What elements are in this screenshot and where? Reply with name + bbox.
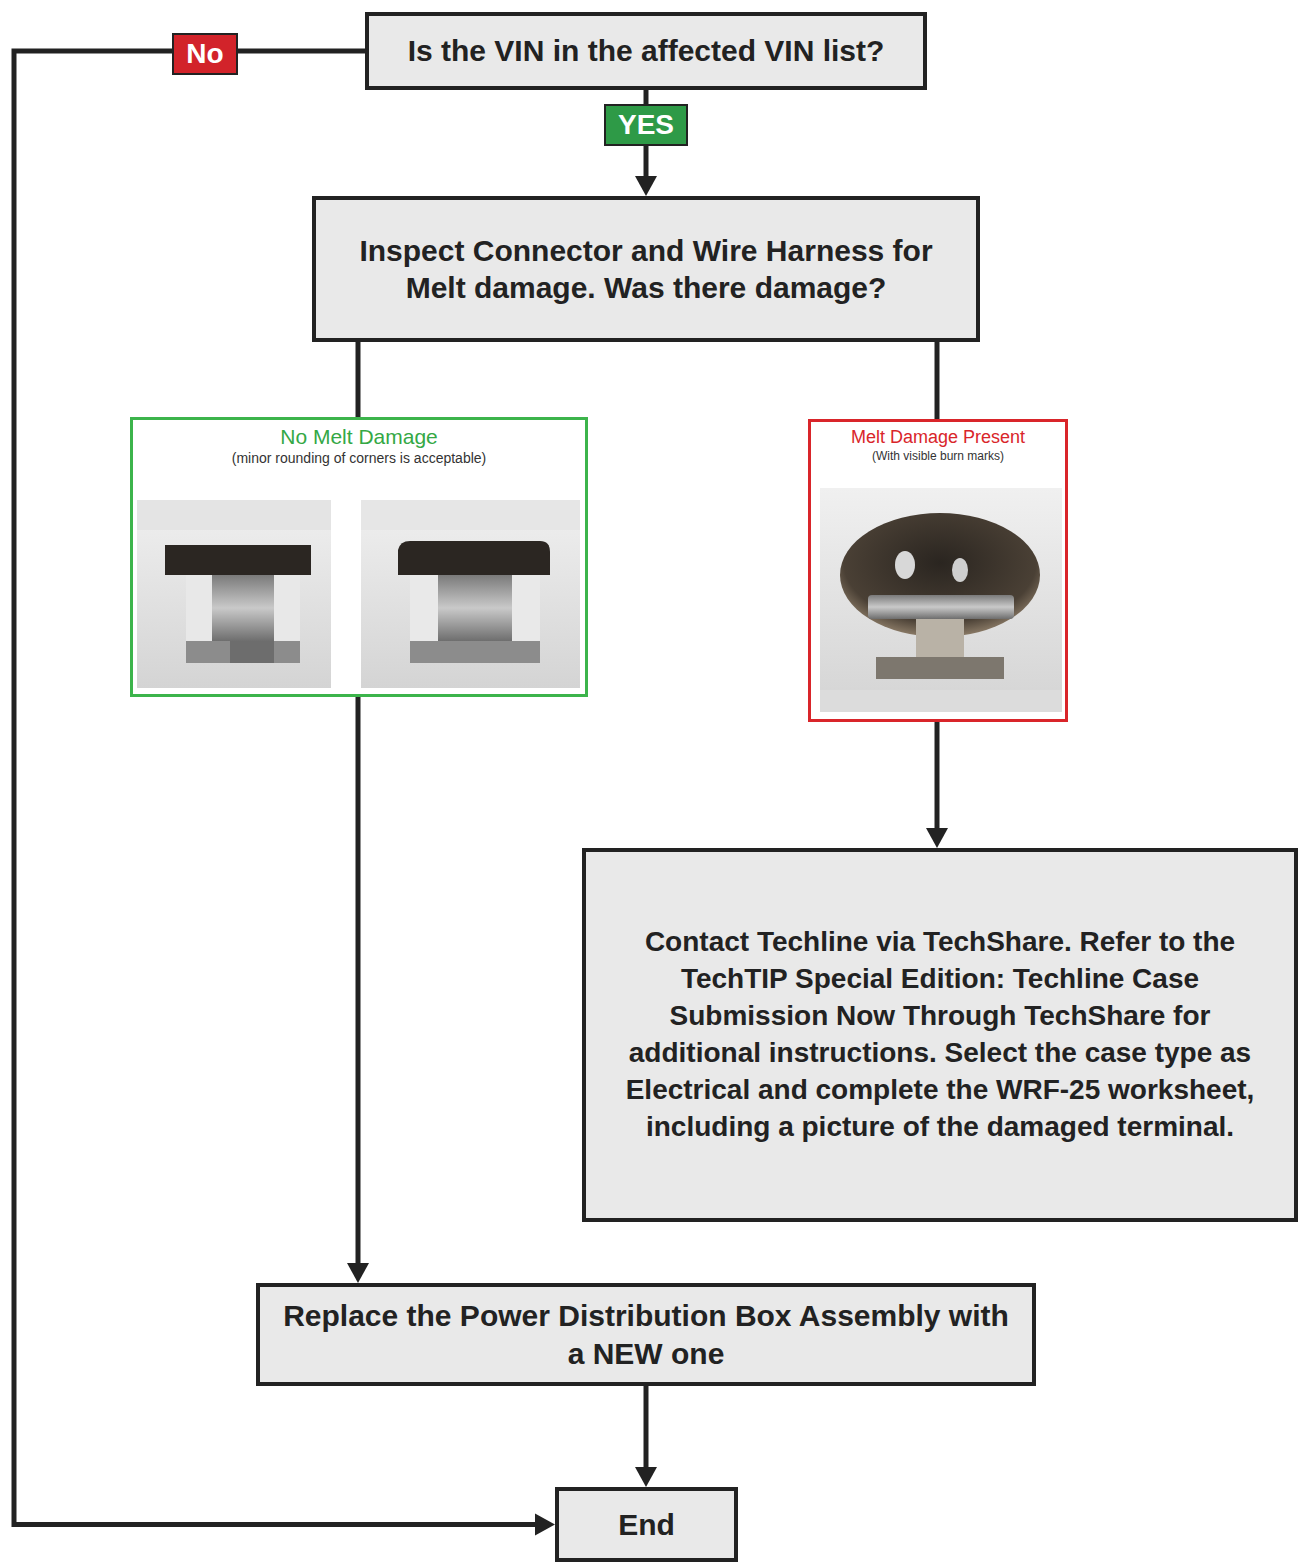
process-box: Replace the Power Distribution Box Assem… (256, 1283, 1036, 1386)
edge-label: No (172, 33, 237, 75)
decision-box: Is the VIN in the affected VIN list? (365, 12, 927, 90)
arrow-head (535, 1514, 555, 1536)
node-text: Contact Techline via TechShare. Refer to… (600, 924, 1280, 1146)
flow-connector (937, 342, 938, 419)
node-text: Inspect Connector and Wire Harness for M… (330, 232, 962, 307)
flow-connector (347, 697, 369, 1283)
flow-connector (635, 1386, 657, 1487)
flow-connector (358, 342, 359, 417)
node-subtext: (minor rounding of corners is acceptable… (228, 449, 490, 467)
arrow-head (926, 828, 948, 848)
flow-connector (926, 722, 948, 848)
connector-line (935, 342, 940, 419)
photo-good-2 (361, 500, 580, 688)
connector-line (356, 342, 361, 417)
node-text: End (618, 1506, 675, 1544)
edge-label: YES (604, 104, 688, 146)
connector-line (644, 1386, 649, 1469)
node-text: Melt Damage Present (847, 426, 1029, 449)
process-box: Contact Techline via TechShare. Refer to… (582, 848, 1298, 1222)
arrow-head (635, 1467, 657, 1487)
photo-good-1 (137, 500, 331, 688)
connector-line (356, 697, 361, 1265)
node-text: No Melt Damage (276, 424, 442, 449)
node-subtext: (With visible burn marks) (868, 449, 1008, 465)
example-panel: No Melt Damage(minor rounding of corners… (130, 417, 588, 697)
photo-melted (820, 488, 1062, 712)
node-text: Replace the Power Distribution Box Assem… (274, 1297, 1018, 1372)
connector-line (935, 722, 940, 830)
decision-box: Inspect Connector and Wire Harness for M… (312, 196, 980, 342)
arrow-head (347, 1263, 369, 1283)
node-text: Is the VIN in the affected VIN list? (408, 32, 885, 70)
example-panel: Melt Damage Present(With visible burn ma… (808, 419, 1068, 722)
arrow-head (635, 176, 657, 196)
terminator-box: End (555, 1487, 738, 1562)
